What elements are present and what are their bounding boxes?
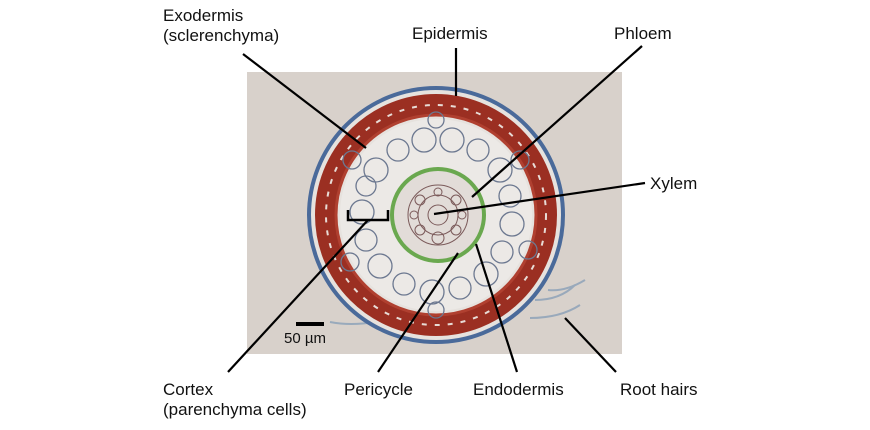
- exodermis-label-line1: Exodermis: [163, 6, 279, 26]
- epidermis-label: Epidermis: [412, 24, 488, 44]
- xylem-label: Xylem: [650, 174, 697, 194]
- cortex-label-line2: (parenchyma cells): [163, 400, 307, 420]
- scale-bar-label: 50 µm: [284, 330, 326, 347]
- cortex-label: Cortex (parenchyma cells): [163, 380, 307, 420]
- phloem-label: Phloem: [614, 24, 672, 44]
- exodermis-label-line2: (sclerenchyma): [163, 26, 279, 46]
- endodermis-ring: [392, 169, 484, 261]
- scale-bar: [296, 322, 324, 326]
- endodermis-label: Endodermis: [473, 380, 564, 400]
- cortex-label-line1: Cortex: [163, 380, 307, 400]
- exodermis-label: Exodermis (sclerenchyma): [163, 6, 279, 46]
- root-hairs-label: Root hairs: [620, 380, 697, 400]
- pericycle-label: Pericycle: [344, 380, 413, 400]
